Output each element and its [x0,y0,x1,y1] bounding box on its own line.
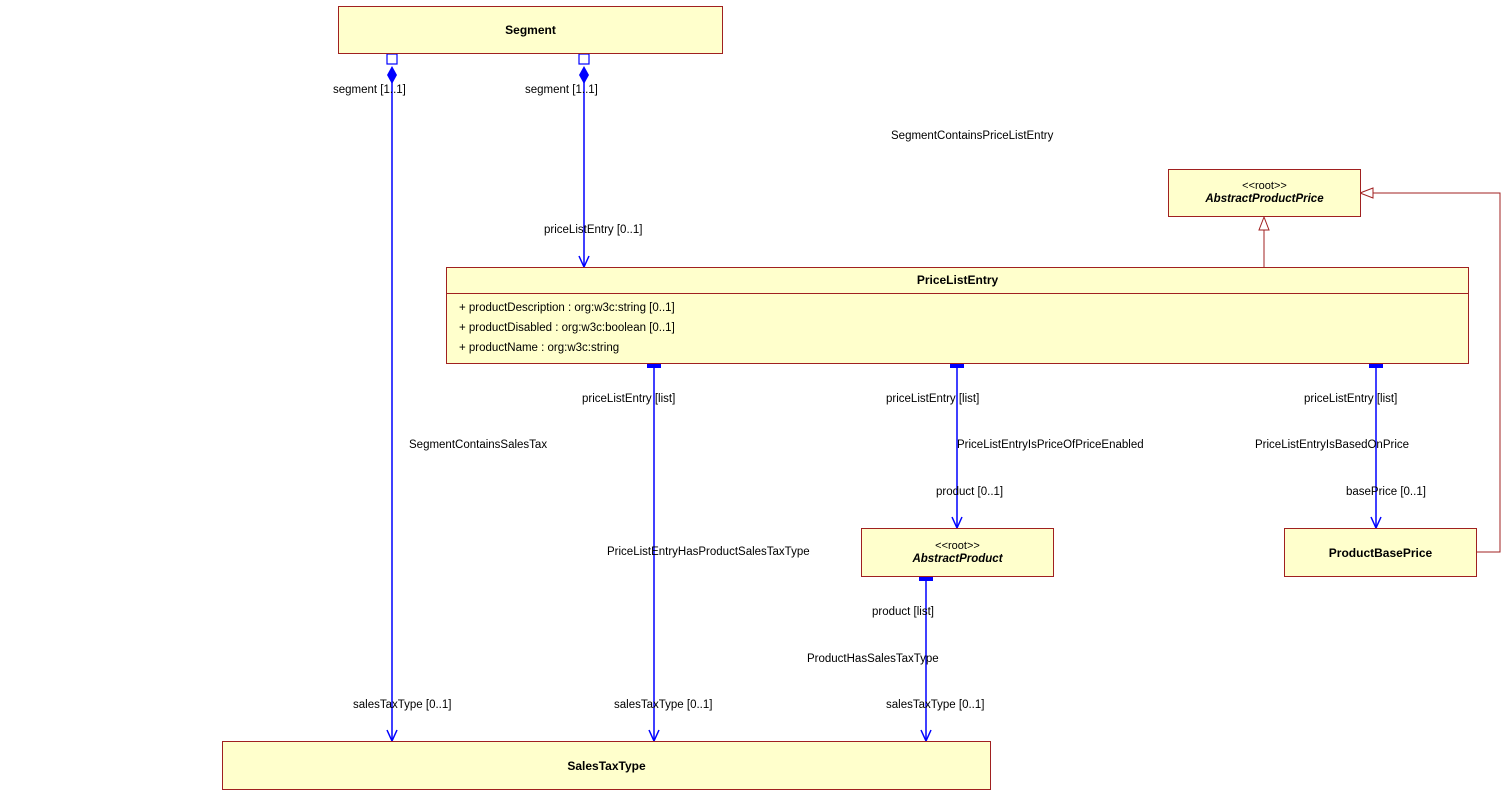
role-label-source: segment [1..1] [333,84,406,96]
role-label-source: priceListEntry [list] [886,393,980,405]
association-name-label: PriceListEntryHasProductSalesTaxType [607,546,810,558]
attribute-item: + productDisabled : org:w3c:boolean [0..… [459,322,675,334]
role-label-target: salesTaxType [0..1] [353,699,452,711]
class-segment[interactable]: Segment [338,6,723,54]
role-label-target: product [0..1] [936,486,1004,498]
class-name: SalesTaxType [567,758,646,773]
segment-role-markers [386,53,590,84]
class-name: PriceListEntry [447,268,1468,294]
stereotype-label: <<root>> [935,539,980,552]
generalization-lines [1258,187,1501,553]
class-name: Segment [505,23,556,37]
inheritance-triangle-icon [1258,215,1270,231]
role-label-target: salesTaxType [0..1] [614,699,713,711]
attribute-item: + productDescription : org:w3c:string [0… [459,302,675,314]
association-name-label: PriceListEntryIsBasedOnPrice [1255,439,1410,451]
end-cap-marker [1369,363,1383,368]
productbaseprice-generalization-line [1373,192,1501,553]
class-abstract-product[interactable]: <<root>> AbstractProduct [861,528,1054,577]
attribute-list: + productDescription : org:w3c:string [0… [447,294,1468,358]
list-end-markers [647,363,1383,581]
role-label-source: segment [1..1] [525,84,598,96]
attribute-item: + productName : org:w3c:string [459,342,620,354]
class-name: AbstractProduct [912,552,1003,565]
class-price-list-entry[interactable]: PriceListEntry + productDescription : or… [446,267,1469,364]
association-name-label: PriceListEntryIsPriceOfPriceEnabled [957,439,1144,451]
role-label-source: priceListEntry [list] [1304,393,1398,405]
class-abstract-product-price[interactable]: <<root>> AbstractProductPrice [1168,169,1361,217]
inheritance-triangle-icon [1358,187,1374,199]
port-marker [386,53,398,65]
end-cap-marker [647,363,661,368]
class-name: AbstractProductPrice [1205,193,1324,205]
composition-diamond-icon [387,66,397,84]
end-cap-marker [919,576,933,581]
class-product-base-price[interactable]: ProductBasePrice [1284,528,1477,577]
role-label-source: product [list] [872,606,934,618]
end-cap-marker [950,363,964,368]
class-name: ProductBasePrice [1328,545,1433,560]
role-label-target: salesTaxType [0..1] [886,699,985,711]
role-label-source: priceListEntry [list] [582,393,676,405]
association-name-label: SegmentContainsSalesTax [409,439,548,451]
association-name-label: ProductHasSalesTaxType [807,653,939,665]
stereotype-label: <<root>> [1242,180,1287,192]
role-label-target: basePrice [0..1] [1346,486,1426,498]
composition-diamond-icon [579,66,589,84]
port-marker [578,53,590,65]
class-sales-tax-type[interactable]: SalesTaxType [222,741,991,790]
association-name-label: SegmentContainsPriceListEntry [891,130,1054,142]
role-label-target: priceListEntry [0..1] [544,224,643,236]
